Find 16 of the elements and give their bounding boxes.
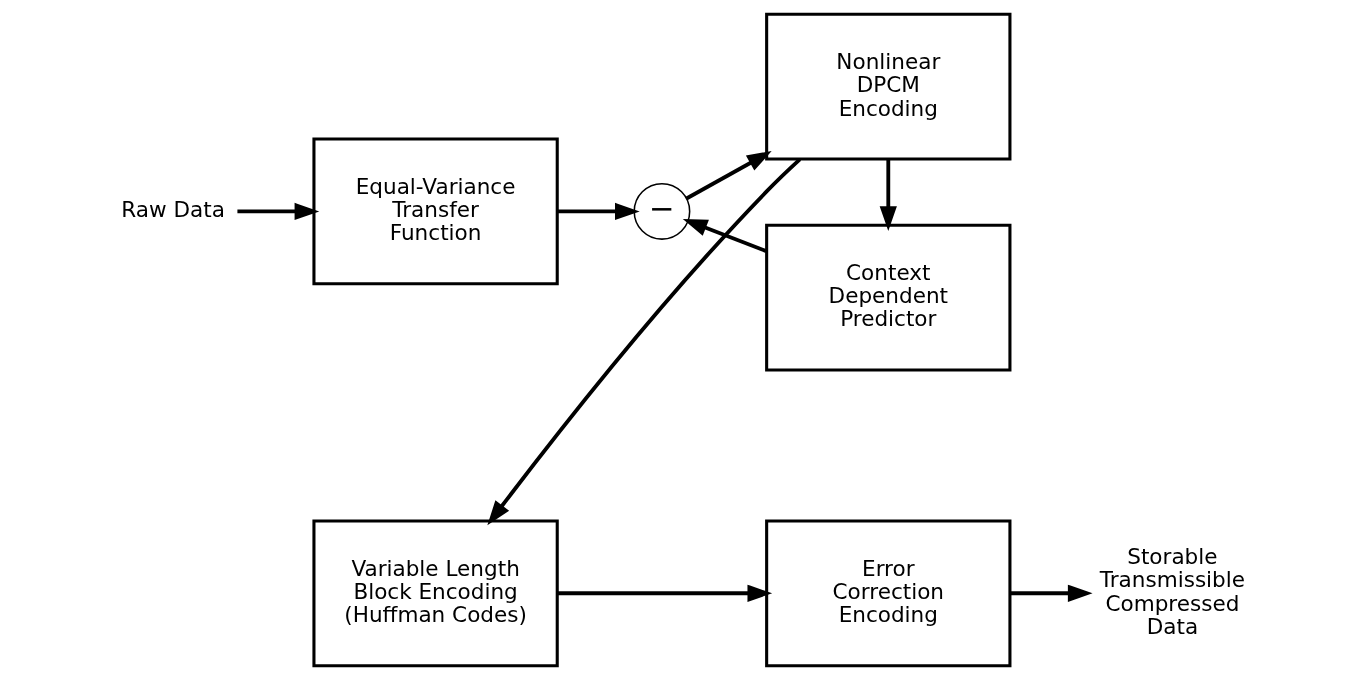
arrow — [1010, 584, 1093, 602]
node-circle: − — [633, 182, 691, 240]
node-box: Error Correction Encoding — [765, 519, 1012, 668]
arrow — [557, 202, 640, 221]
node-box: Context Dependent Predictor — [765, 223, 1012, 372]
node-text: Raw Data — [121, 197, 225, 223]
arrow — [879, 159, 897, 231]
node-box: Equal-Variance Transfer Function — [312, 137, 559, 286]
node-box: Nonlinear DPCM Encoding — [765, 12, 1012, 161]
node-text: Storable Transmissible Compressed Data — [1099, 544, 1246, 639]
node-box: Variable Length Block Encoding (Huffman Codes) — [312, 519, 559, 668]
arrow — [237, 202, 320, 221]
arrow — [557, 584, 773, 602]
arrow — [682, 218, 767, 253]
arrow — [487, 157, 802, 526]
arrow — [685, 151, 772, 201]
